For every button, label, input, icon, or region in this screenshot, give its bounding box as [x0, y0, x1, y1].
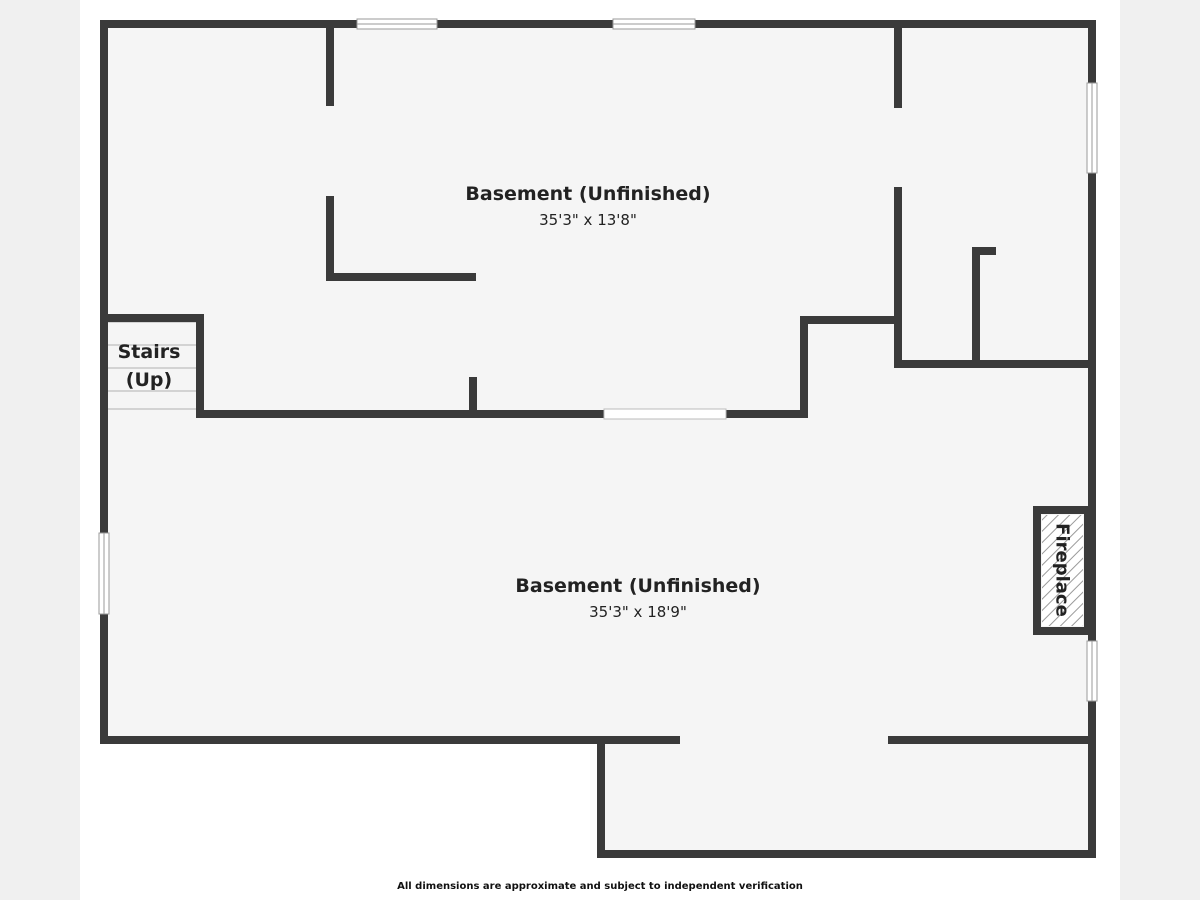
window-right-lower	[1086, 640, 1098, 702]
stairs-direction: (Up)	[126, 369, 172, 391]
stairs-enclosure	[104, 314, 204, 418]
upper-room-name: Basement (Unfinished)	[465, 183, 710, 205]
fireplace-enclosure	[1033, 506, 1092, 635]
fireplace-label: Fireplace	[1052, 523, 1073, 617]
disclaimer-footnote: All dimensions are approximate and subje…	[397, 881, 803, 892]
window-left	[98, 532, 110, 615]
window-right-upper	[1086, 82, 1098, 174]
lower-room-dimensions: 35'3" x 18'9"	[589, 603, 687, 621]
window-top-2	[612, 18, 696, 30]
fireplace-hatch	[1042, 515, 1083, 626]
windows	[98, 18, 1098, 702]
divider-wall-right	[722, 316, 902, 418]
doorway-opening	[603, 408, 727, 420]
floor-area	[104, 24, 1092, 854]
stairs-label: Stairs	[118, 341, 181, 363]
upper-room-dimensions: 35'3" x 13'8"	[539, 211, 637, 229]
window-top-1	[356, 18, 438, 30]
l-shaped-wall	[326, 196, 476, 281]
lower-room-name: Basement (Unfinished)	[515, 575, 760, 597]
openings	[603, 408, 727, 420]
closet-wall	[972, 247, 996, 368]
